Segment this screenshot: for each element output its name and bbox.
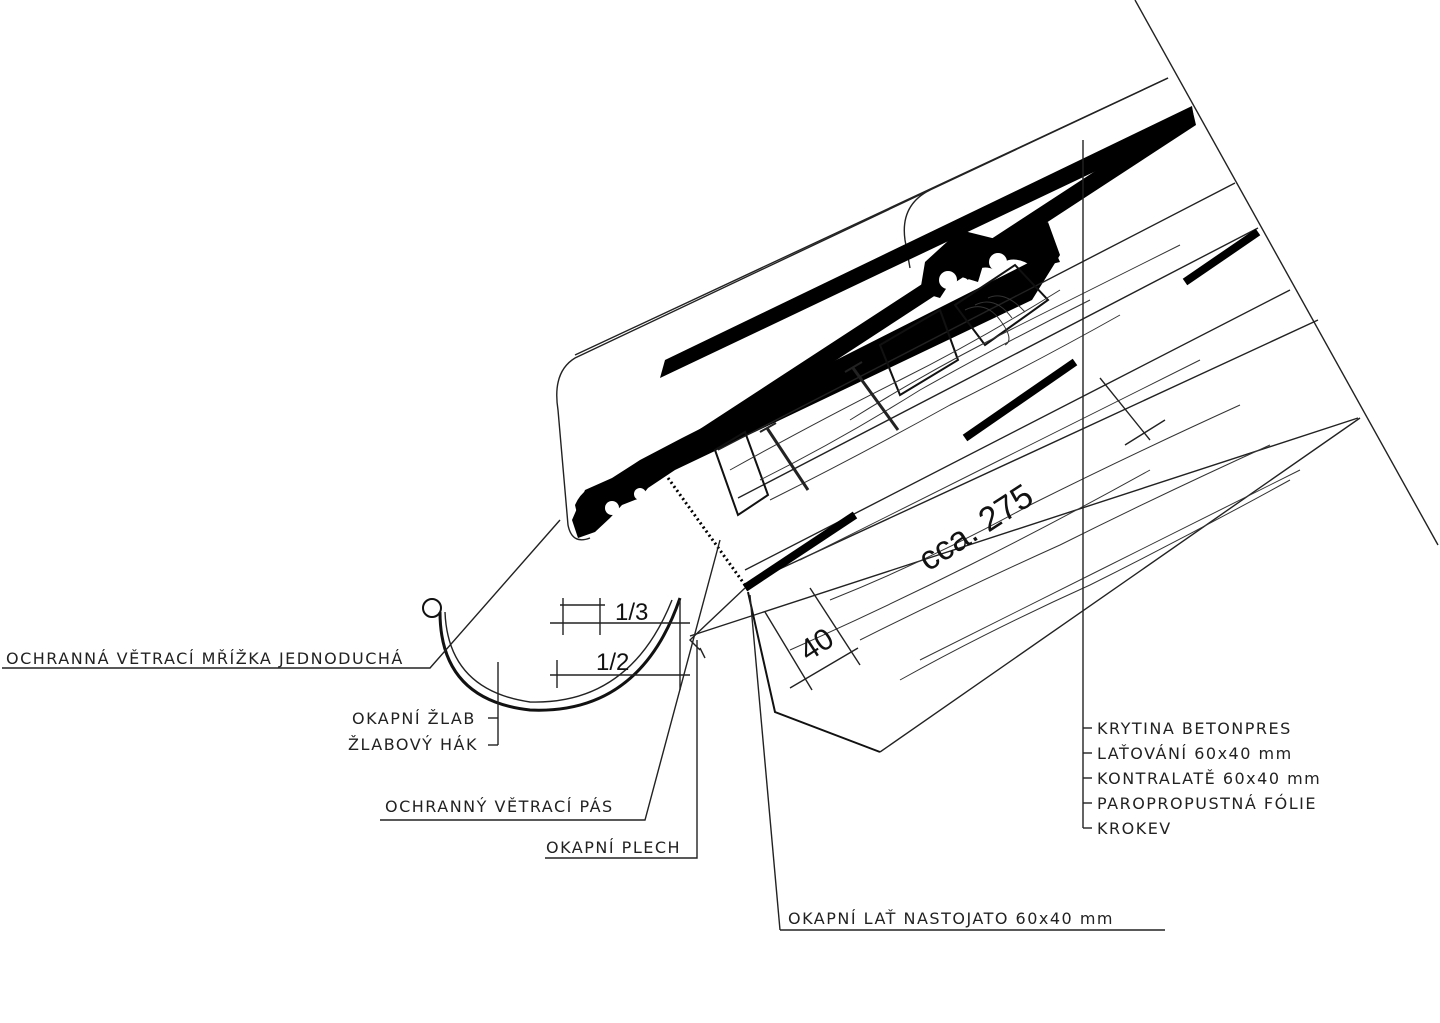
wood-grain [729,244,1301,681]
foil-segment-3 [742,511,858,592]
roofing-band-upper [660,106,1195,378]
counterbatten-top-line [737,227,1259,499]
label-drip-sheet: OKAPNÍ PLECH [546,838,681,857]
batten-section-upper [953,263,1050,347]
dim-hook-third: 1/3 [615,599,648,626]
tile-nose-hole-1 [605,501,619,515]
nails [759,361,900,491]
wall-outline-line [1134,0,1439,546]
label-eaves-batten: OKAPNÍ LAŤ NASTOJATO 60x40 mm [788,909,1114,928]
dim-40-line [789,647,859,689]
batten-top-line [717,182,1236,451]
eaves-batten-section [713,430,770,517]
drip-sheet-tip [699,647,706,659]
foil-line [744,319,1319,586]
lower-tile-profile [556,189,931,541]
roofing-tile-body [572,222,1060,538]
gutter-shape [438,597,682,712]
tile-lap-hole-1 [939,271,957,289]
rafter-bottom-line [879,417,1361,753]
layer-label-battens: LAŤOVÁNÍ 60x40 mm [1097,744,1293,763]
foil-segment-1 [1182,228,1261,286]
label-gutter: OKAPNÍ ŽLAB [352,709,476,728]
tile-lap-hole-2 [989,253,1007,271]
tile-nose-hole-2 [634,488,646,500]
foil-segment-2 [962,358,1078,442]
leader-lines [2,140,1165,931]
layer-label-foil: PAROPROPUSTNÁ FÓLIE [1097,794,1317,813]
dim-275-tick [1099,377,1151,441]
dim-275-mark [1124,419,1166,446]
hook-dimensions [550,598,690,690]
gutter-bead [422,598,442,618]
ventilation-strip-line [666,477,747,586]
counterbatten-bottom-line [744,289,1291,571]
dim-40-ext-1 [764,611,813,691]
label-ventilation-grid: OCHRANNÁ VĚTRACÍ MŘÍŽKA JEDNODUCHÁ [6,649,404,668]
label-ventilation-strip: OCHRANNÝ VĚTRACÍ PÁS [385,797,614,816]
dim-hook-half: 1/2 [596,649,629,676]
tile-nose [575,470,668,535]
dim-overhang: 40 [794,622,840,668]
gutter-inner [444,599,673,703]
layer-label-rafter: KROKEV [1097,819,1172,838]
batten-section-mid [878,308,960,397]
rafter-end-cut [747,591,881,753]
layer-label-counterbattens: KONTRALATĚ 60x40 mm [1097,769,1321,788]
label-gutter-hook: ŽLABOVÝ HÁK [348,735,478,754]
rafter-top-line [689,417,1359,637]
layer-label-roofing: KRYTINA BETONPRES [1097,719,1292,738]
